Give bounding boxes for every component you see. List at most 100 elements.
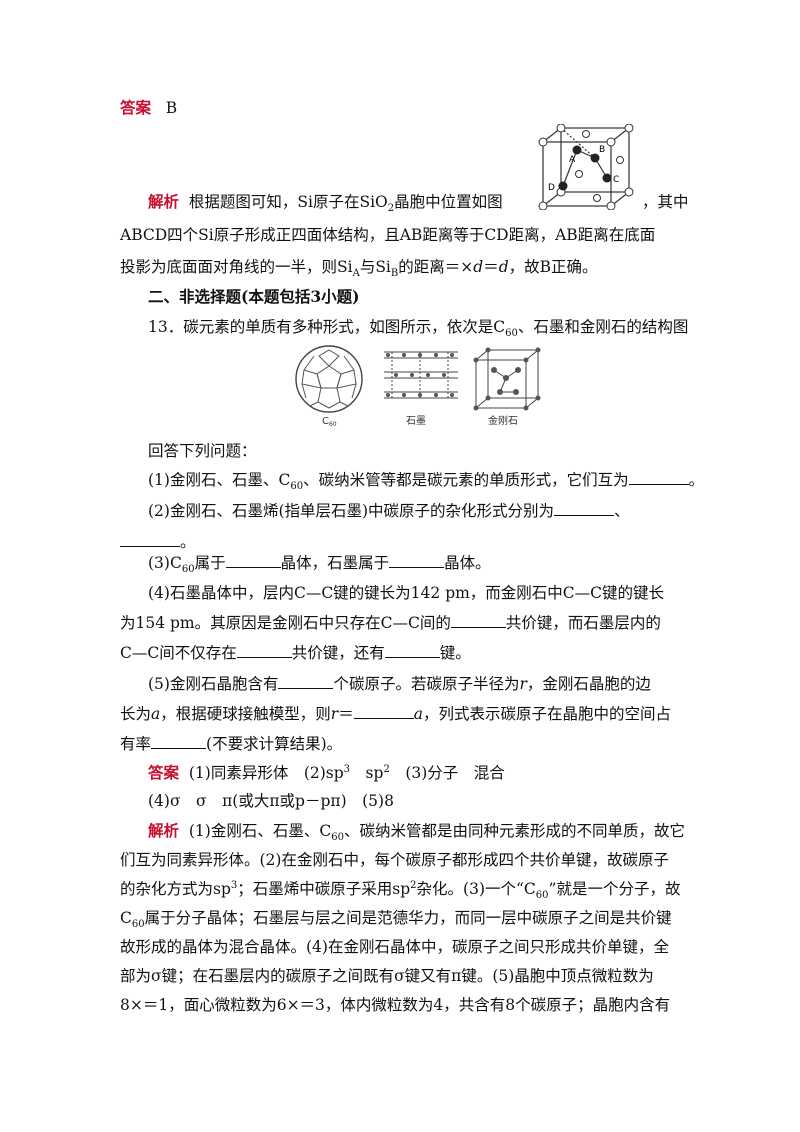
var: r [519,675,527,693]
text: 、碳纳米管都是由同种元素形成的不同单质，故它 [343,822,685,840]
q13-q4-l2: 为154 pm。其原因是金刚石中只存在C—C间的共价键，而石墨层内的 [120,612,661,634]
sup: 3 [230,879,238,891]
text: 的距离＝× [398,258,474,276]
text: (1)金刚石、石墨、C [188,822,332,840]
label-B: B [599,145,605,155]
text: 根据题图可知，Si原子在SiO [188,193,388,211]
q12-answer-line: 答案 B [120,97,177,119]
text: 晶体，石墨属于 [280,554,390,572]
caption-c60: C [322,416,329,426]
text: 长为 [120,705,152,723]
var: a [413,705,423,723]
text: 。 [180,533,196,551]
text: 属于 [194,554,226,572]
text: ＝ [483,258,499,276]
q13-answer-l2: (4)σ σ π(或大π或p－pπ) (5)8 [148,792,394,810]
var: d [473,258,484,276]
label-C: C [613,175,619,185]
sup: 3 [343,763,351,775]
text: 与Si [359,258,391,276]
var: a [151,705,161,723]
text: ，故B正确。 [508,258,598,276]
sub: 60 [535,890,549,902]
sub: 60 [131,919,145,931]
analysis-label: 解析 [148,192,180,211]
answer-blank[interactable] [353,703,414,719]
answer-blank[interactable] [389,552,445,568]
text: ，列式表示碳原子在晶胞中的空间占 [422,705,671,723]
q13-analysis-l7: 8×＝1，面心微粒数为6×＝3，体内微粒数为4，共含有8个碳原子；晶胞内含有 [120,996,671,1014]
caption-c60-sub: 60 [329,421,337,426]
q12-analysis-line2: ABCD四个Si原子形成正四面体结构，且AB距离等于CD距离，AB距离在底面 [120,226,656,244]
answer-blank[interactable] [151,733,207,749]
sub: 2 [387,203,395,215]
svg-text:C60: C60 [322,416,337,426]
text: 的杂化方式为sp [120,880,231,898]
graphite-figure: 石墨 [384,351,458,427]
answer-blank[interactable] [120,531,180,547]
var: d [498,258,509,276]
answer-blank[interactable] [384,642,440,658]
q13-q5-l1: (5)金刚石晶胞含有个碳原子。若碳原子半径为r，金刚石晶胞的边 [148,673,651,695]
sup: 2 [410,879,417,891]
text: 13．碳元素的单质有多种形式，如图所示，依次是C [148,318,506,336]
text: ＝ [338,705,354,723]
analysis-label: 解析 [148,821,180,840]
text: sp [350,764,384,782]
q13-stem: 13．碳元素的单质有多种形式，如图所示，依次是C60、石墨和金刚石的结构图 [148,316,689,339]
q13-q2: (2)金刚石、石墨烯(指单层石墨)中碳原子的杂化形式分别为 、 [148,500,630,522]
text: 键。 [439,644,471,662]
label-D: D [548,183,555,193]
q13-q5-l3: 有率 (不要求计算结果)。 [120,733,342,755]
diamond-figure: 金刚石 [473,347,541,427]
text: 。 [688,471,705,489]
sub: 60 [181,564,195,576]
answer-blank[interactable] [628,469,689,485]
text: 个碳原子。若碳原子半径为 [333,675,520,693]
text: (不要求计算结果)。 [206,735,343,753]
text: ；石墨烯中碳原子采用sp [237,880,411,898]
q13-q4-l3: C—C间不仅存在共价键，还有键。 [120,642,471,664]
q13-q4-l1: (4)石墨晶体中，层内C—C键的键长为142 pm，而金刚石中C—C键的键长 [148,584,665,602]
text: 、石墨和金刚石的结构图 [517,318,689,336]
label-A: A [569,155,576,165]
var: r [330,705,339,723]
answer-blank[interactable] [225,552,281,568]
q12-analysis-line1: 解析 根据题图可知，Si原子在SiO2晶胞中位置如图 [148,191,503,215]
text: (1)同素异形体 (2)sp [188,764,344,782]
text: C—C间不仅存在 [120,644,237,662]
text: (2)金刚石、石墨烯(指单层石墨)中碳原子的杂化形式分别为 [148,502,555,520]
answer-blank[interactable] [450,612,506,628]
text: (3)分子 混合 [389,764,505,782]
q13-analysis-l3: 的杂化方式为sp3；石墨烯中碳原子采用sp2杂化。(3)一个“C60”就是一个分… [120,878,681,902]
text: ”就是一个分子，故 [548,880,681,898]
text: (1)金刚石、石墨、C [148,471,291,489]
q13-q3: (3)C60属于 晶体，石墨属于 晶体。 [148,552,491,576]
text: 晶胞中位置如图 [394,193,503,211]
answer-blank[interactable] [554,500,615,516]
text: ，其中 [642,193,689,211]
caption-graphite: 石墨 [406,415,426,427]
q13-q2-cont: 。 [120,531,196,553]
q13-analysis-l2: 们互为同素异形体。(2)在金刚石中，每个碳原子都形成四个共价单键，故碳原子 [120,851,669,869]
text: 、 [614,502,630,520]
answer-label: 答案 [120,98,152,117]
text: (3)C [148,554,182,572]
sup: 2 [383,763,390,775]
q13-q5-l2: 长为a，根据硬球接触模型，则r＝a，列式表示碳原子在晶胞中的空间占 [120,703,671,725]
text: 有率 [120,735,152,753]
text: 、碳纳米管等都是碳元素的单质形式，它们互为 [303,471,629,489]
q13-analysis-l4: C60属于分子晶体；石墨层与层之间是范德华力，而同一层中碳原子之间是共价键 [120,907,672,931]
text: 属于分子晶体；石墨层与层之间是范德华力，而同一层中碳原子之间是共价键 [144,909,672,927]
answer-blank[interactable] [278,673,334,689]
sio2-cell-figure: A B C D [538,124,634,210]
text: 投影为底面面对角线的一半，则Si [120,258,353,276]
answer-blank[interactable] [236,642,292,658]
sub: A [352,268,360,280]
sub: B [390,268,399,280]
c60-figure: C60 [295,345,363,426]
text: 晶体。 [444,554,491,572]
text: ，根据硬球接触模型，则 [160,705,331,723]
text: (5)金刚石晶胞含有 [148,675,279,693]
q12-analysis-line3: 投影为底面面对角线的一半，则SiA与SiB的距离＝×d＝d，故B正确。 [120,256,598,280]
